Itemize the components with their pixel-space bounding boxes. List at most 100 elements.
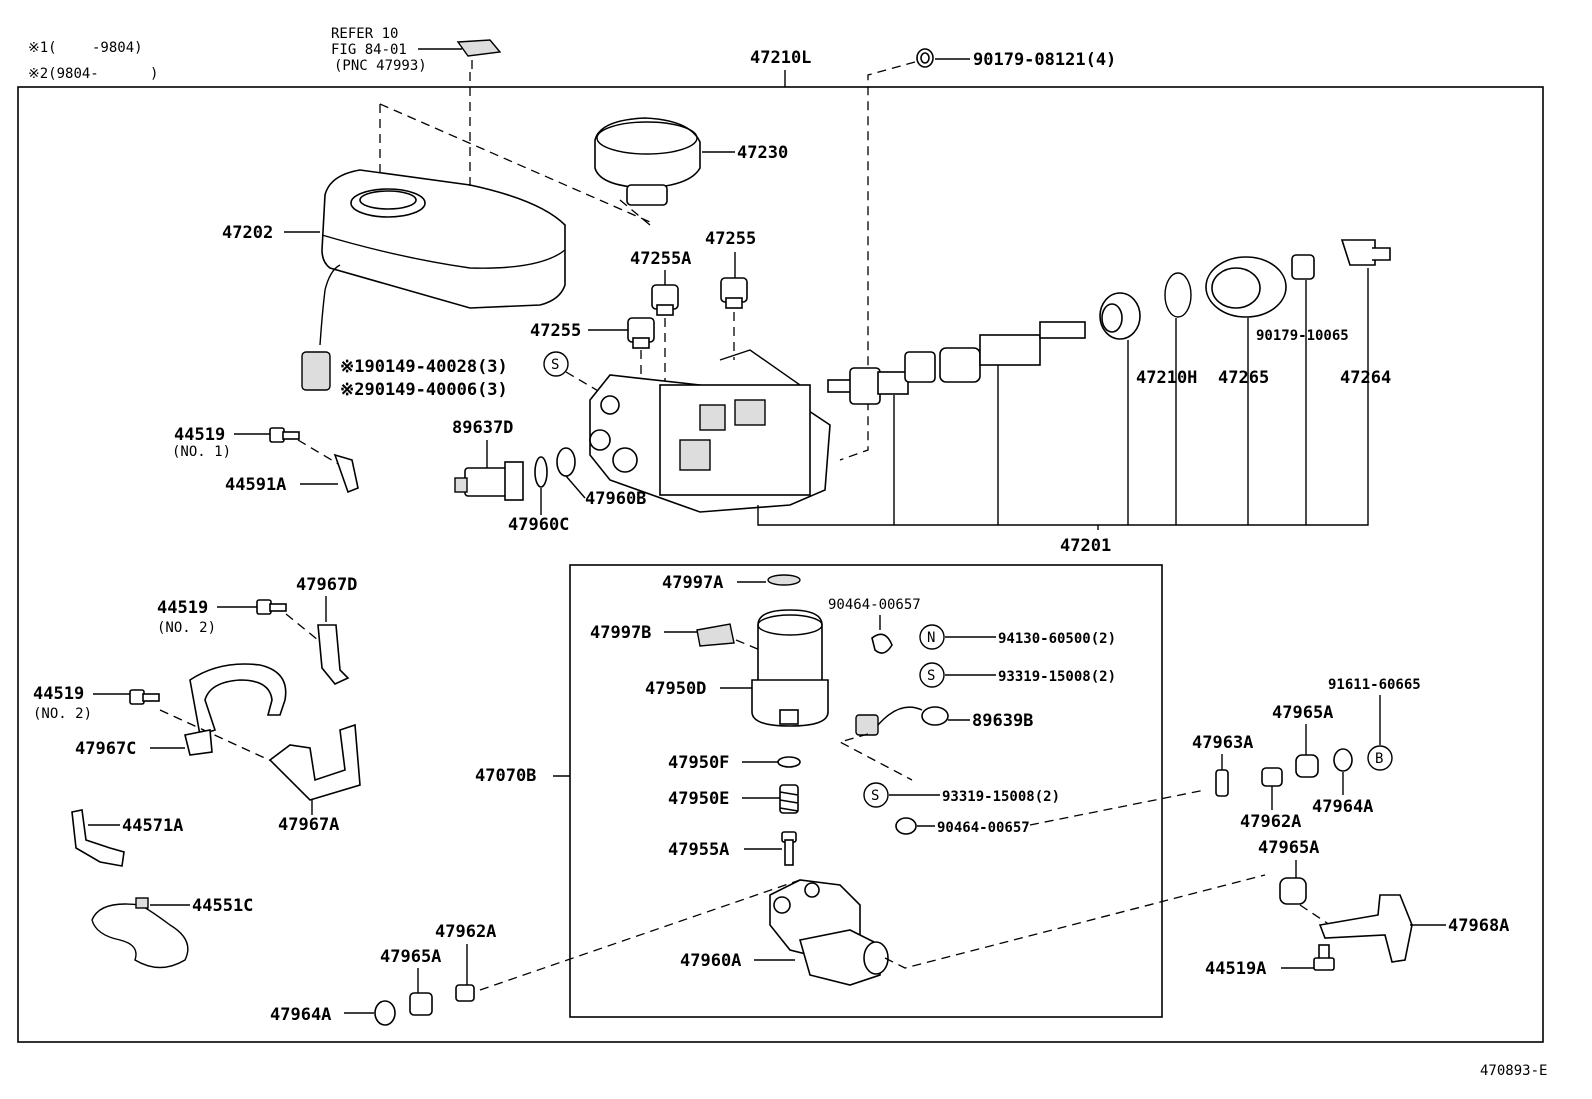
seal-47210H <box>1099 292 1141 340</box>
dash-44519-no2a <box>285 613 319 641</box>
dash-47960A-right <box>884 874 1266 969</box>
pump-subframe <box>569 564 1163 1018</box>
label-47255A: 47255A <box>630 249 691 269</box>
label-44519-no1: 44519 <box>174 425 225 445</box>
bushing-47965A-r1 <box>1295 754 1319 778</box>
bracket-47967C <box>184 729 213 756</box>
label-93319-15008-top: 93319-15008(2) <box>998 669 1116 685</box>
refer-line2: FIG 84-01 <box>331 42 407 58</box>
label-47955A: 47955A <box>668 840 729 860</box>
label-no2b: (NO. 2) <box>33 706 92 722</box>
label-47965A-r2: 47965A <box>1258 838 1319 858</box>
pump-47960A <box>769 879 889 986</box>
label-47962A-right: 47962A <box>1240 812 1301 832</box>
reservoir-cap <box>594 117 701 206</box>
label-47997B: 47997B <box>590 623 651 643</box>
label-47965A-r1: 47965A <box>1272 703 1333 723</box>
label-47230: 47230 <box>737 143 788 163</box>
plug-47255-top <box>720 277 748 309</box>
connector-89639B <box>855 706 949 736</box>
dash-reservoir-2 <box>379 103 651 223</box>
symbol-s-3 <box>863 782 889 808</box>
label-47968A: 47968A <box>1448 916 1509 936</box>
label-47264: 47264 <box>1340 368 1391 388</box>
dash-44519-no2b <box>159 709 281 766</box>
label-47962A-left: 47962A <box>435 922 496 942</box>
label-47202: 47202 <box>222 223 273 243</box>
nut-90179-10065 <box>1291 254 1315 280</box>
washer-47997A <box>767 574 801 586</box>
bolt-90179-08121 <box>916 48 934 68</box>
symbol-s-1-text: S <box>551 357 559 373</box>
bolt-44519A <box>1313 944 1335 971</box>
label-44519A: 44519A <box>1205 959 1266 979</box>
refer-line1: REFER 10 <box>331 26 398 42</box>
symbol-s-1 <box>543 351 569 377</box>
symbol-s-3-text: S <box>871 788 879 804</box>
label-44519-no2a: 44519 <box>157 598 208 618</box>
refer-line3: (PNC 47993) <box>334 58 427 74</box>
note2-mark: ※2(9804- <box>28 66 99 82</box>
bracket-47967D <box>317 624 350 685</box>
label-47967C: 47967C <box>75 739 136 759</box>
bolt-44519-no1 <box>269 427 300 443</box>
label-91611-60665: 91611-60665 <box>1328 677 1421 693</box>
harness-44551C <box>91 903 189 969</box>
bolt-44519-no2-left <box>129 689 160 705</box>
label-47210H: 47210H <box>1136 368 1197 388</box>
clamp-band <box>189 663 287 737</box>
dash-left-bushings <box>479 879 801 991</box>
clip-90464-00657-bot <box>895 817 917 835</box>
note1-range: -9804) <box>92 40 143 56</box>
bushing-47962A-left <box>455 984 475 1002</box>
symbol-b-1-text: B <box>1375 751 1383 767</box>
dash-89639B <box>838 733 913 781</box>
leader-47960B <box>565 475 586 499</box>
label-47960C: 47960C <box>508 515 569 535</box>
label-47964A-left: 47964A <box>270 1005 331 1025</box>
label-44591A: 44591A <box>225 475 286 495</box>
label-94130-60500: 94130-60500(2) <box>998 631 1116 647</box>
grommet-47964A-left <box>374 1000 396 1026</box>
dash-47965A-r2 <box>1299 904 1331 926</box>
label-47965A-left: 47965A <box>380 947 441 967</box>
symbol-b-1 <box>1367 745 1393 771</box>
label-47265: 47265 <box>1218 368 1269 388</box>
plug-47255A <box>651 284 679 316</box>
label-47201: 47201 <box>1060 536 1111 556</box>
boot-47265 <box>1205 256 1287 318</box>
bushing-47965A-r2 <box>1279 877 1307 905</box>
label-47964A-right: 47964A <box>1312 797 1373 817</box>
label-47255-left: 47255 <box>530 321 581 341</box>
label-90464-00657-bot: 90464-00657 <box>937 820 1030 836</box>
label-90464-00657-top: 90464-00657 <box>828 597 921 613</box>
main-frame <box>17 86 1544 1043</box>
dash-44519-no1 <box>297 439 341 466</box>
label-47997A: 47997A <box>662 573 723 593</box>
label-44551C: 44551C <box>192 896 253 916</box>
hose-44571A <box>71 809 125 867</box>
spring-47950E <box>779 784 799 814</box>
dash-s-1 <box>565 371 601 393</box>
label-47950D: 47950D <box>645 679 706 699</box>
leader-47201 <box>757 268 1369 530</box>
label-90149-40028: ※190149-40028(3) <box>340 357 508 377</box>
label-47967D: 47967D <box>296 575 357 595</box>
bushing-47965A-left <box>409 992 433 1016</box>
note1-mark: ※1( <box>28 40 57 56</box>
dash-47997B <box>735 639 761 651</box>
reservoir-tank <box>301 169 566 391</box>
snap-ring <box>1164 272 1192 318</box>
label-47255-top: 47255 <box>705 229 756 249</box>
label-47950E: 47950E <box>668 789 729 809</box>
bracket-47967A <box>268 723 361 801</box>
label-47963A: 47963A <box>1192 733 1253 753</box>
dash-cap <box>619 199 651 226</box>
dash-90179-08121 <box>839 61 916 461</box>
label-no2a: (NO. 2) <box>157 620 216 636</box>
piston-rod-assembly <box>827 321 1086 405</box>
bolt-44519-no2-top <box>256 599 287 615</box>
label-44519-no2b: 44519 <box>33 684 84 704</box>
bracket-44591A <box>333 453 359 494</box>
